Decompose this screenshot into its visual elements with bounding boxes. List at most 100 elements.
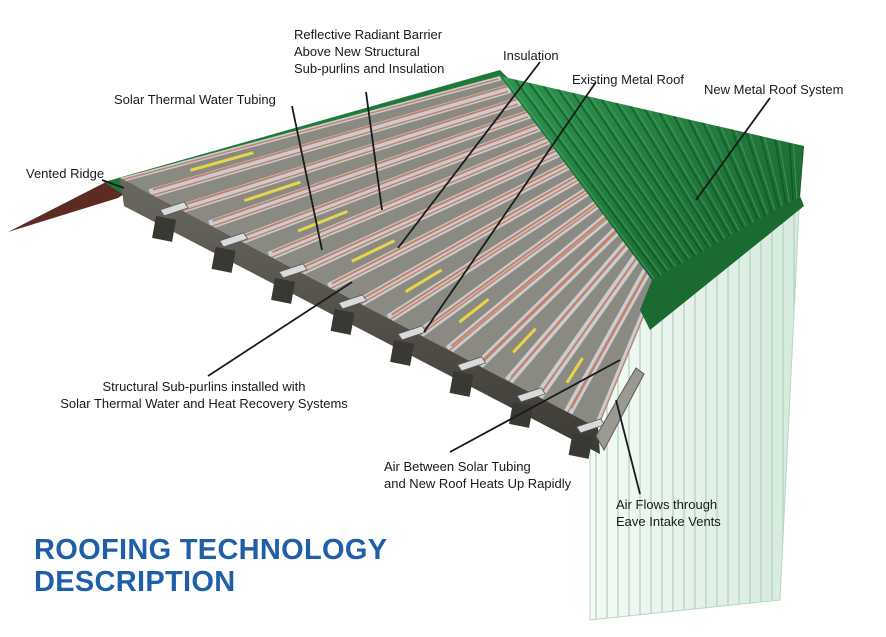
roof-rib-highlight bbox=[648, 110, 727, 242]
roof-rib-highlight bbox=[735, 130, 770, 218]
sub-purlin-bracket bbox=[509, 401, 534, 428]
sub-purlin-clip bbox=[218, 232, 249, 248]
solar-tubing-line bbox=[570, 260, 654, 409]
radiant-barrier-strip bbox=[445, 211, 613, 354]
solar-tubing-line bbox=[177, 103, 519, 213]
solar-tubing-line bbox=[386, 191, 589, 323]
insulation-strip bbox=[458, 298, 490, 324]
sub-purlin-bracket bbox=[271, 277, 296, 304]
label-air-between: Air Between Solar Tubing and New Roof He… bbox=[384, 459, 572, 491]
leader-line bbox=[365, 91, 383, 211]
roof-rib bbox=[745, 132, 773, 213]
sub-purlin-clip bbox=[159, 201, 189, 217]
roof-rib-highlight bbox=[677, 116, 742, 234]
roof-rib bbox=[513, 78, 660, 277]
radiant-barrier-strip bbox=[178, 96, 522, 214]
leader-line bbox=[291, 105, 323, 251]
solar-tubing-line bbox=[326, 166, 569, 292]
eave-intake-vent bbox=[595, 367, 645, 452]
solar-tubing-line bbox=[450, 210, 614, 347]
roof-rib bbox=[586, 95, 695, 257]
label-vented-ridge: Vented Ridge bbox=[26, 166, 105, 181]
leader-line bbox=[423, 81, 597, 333]
roof-rib bbox=[701, 122, 752, 225]
radiant-barrier-strip bbox=[386, 185, 593, 323]
label-solar-tubing: Solar Thermal Water Tubing bbox=[114, 92, 276, 107]
solar-tubing-line bbox=[475, 229, 619, 370]
solar-tubing-line bbox=[301, 146, 564, 269]
radiant-barrier-strip bbox=[356, 173, 583, 307]
roof-rib bbox=[629, 105, 717, 245]
radiant-barrier-strip bbox=[148, 84, 512, 198]
label-insulation: Insulation bbox=[503, 48, 559, 63]
roof-rib-highlight bbox=[561, 90, 685, 266]
roof-rib bbox=[600, 98, 703, 253]
sub-purlin-clip bbox=[397, 325, 427, 341]
label-existing-roof: Existing Metal Roof bbox=[572, 72, 684, 87]
insulation-strip bbox=[243, 180, 301, 203]
roof-rib bbox=[557, 88, 681, 265]
roof-rib-highlight bbox=[619, 103, 713, 250]
roof-rib-highlight bbox=[793, 143, 798, 202]
radiant-barrier-strip bbox=[327, 160, 573, 292]
sub-purlin-bracket bbox=[390, 339, 415, 366]
roof-rib bbox=[673, 115, 738, 233]
leader-line bbox=[695, 97, 771, 201]
roof-rib bbox=[788, 142, 794, 201]
solar-tubing-line bbox=[331, 159, 574, 285]
page-title: ROOFING TECHNOLOGY DESCRIPTION bbox=[34, 534, 388, 598]
sub-purlin-clip bbox=[337, 294, 368, 310]
insulation-strip bbox=[190, 151, 254, 172]
roof-rib-highlight bbox=[778, 140, 791, 206]
solar-tubing-line bbox=[267, 141, 549, 260]
solar-tubing-line bbox=[147, 90, 509, 198]
roof-rib bbox=[615, 102, 710, 249]
label-new-roof: New Metal Roof System bbox=[704, 82, 844, 97]
roof-rib bbox=[658, 112, 731, 237]
radiant-barrier-strip bbox=[297, 147, 562, 276]
roof-rib-highlight bbox=[662, 113, 734, 238]
sub-purlin-clip bbox=[456, 356, 487, 372]
roof-rib-highlight bbox=[503, 76, 657, 280]
solar-tubing-line bbox=[480, 222, 624, 363]
sub-purlin-bracket bbox=[330, 308, 355, 335]
roof-rib bbox=[716, 125, 759, 221]
structural-sub-purlins bbox=[152, 201, 606, 459]
leader-line bbox=[207, 281, 353, 377]
roof-rib-highlight bbox=[532, 83, 671, 274]
solar-tubing-line bbox=[356, 179, 579, 307]
roof-rib bbox=[542, 85, 674, 269]
roof-rib-highlight bbox=[633, 106, 720, 246]
roof-rib-highlight bbox=[803, 146, 804, 198]
solar-tubing-line bbox=[152, 83, 514, 191]
insulation-strip bbox=[404, 268, 443, 293]
radiant-barrier-strip bbox=[416, 198, 603, 338]
leader-line bbox=[101, 179, 125, 189]
roof-rib-highlight bbox=[604, 100, 706, 254]
roof-rib-highlight bbox=[575, 93, 692, 262]
roof-rib-highlight bbox=[706, 123, 756, 226]
roof-rib-highlight bbox=[518, 80, 664, 278]
solar-tubing-line bbox=[565, 268, 649, 416]
sub-purlin-bracket bbox=[449, 370, 474, 397]
insulation-strip bbox=[512, 327, 537, 354]
roof-rib-highlight bbox=[764, 136, 784, 210]
roof-rib bbox=[644, 108, 724, 241]
solar-tubing-line bbox=[535, 255, 639, 401]
insulation-strip bbox=[351, 239, 396, 263]
leader-line bbox=[449, 359, 621, 453]
insulation-strip bbox=[565, 357, 584, 384]
sub-purlin-clip bbox=[278, 263, 308, 279]
deck-front-edge bbox=[120, 178, 600, 454]
leader-line bbox=[397, 61, 541, 249]
solar-tubing-line bbox=[207, 116, 529, 229]
roof-rib-highlight bbox=[749, 133, 777, 214]
sub-purlin-bracket bbox=[211, 246, 236, 273]
roof-rib-highlight bbox=[691, 120, 749, 230]
label-air-flows: Air Flows through Eave Intake Vents bbox=[616, 497, 721, 529]
solar-tubing-line bbox=[505, 242, 629, 385]
insulation-strip bbox=[297, 209, 348, 233]
new-roof-eave-edge bbox=[640, 196, 804, 330]
